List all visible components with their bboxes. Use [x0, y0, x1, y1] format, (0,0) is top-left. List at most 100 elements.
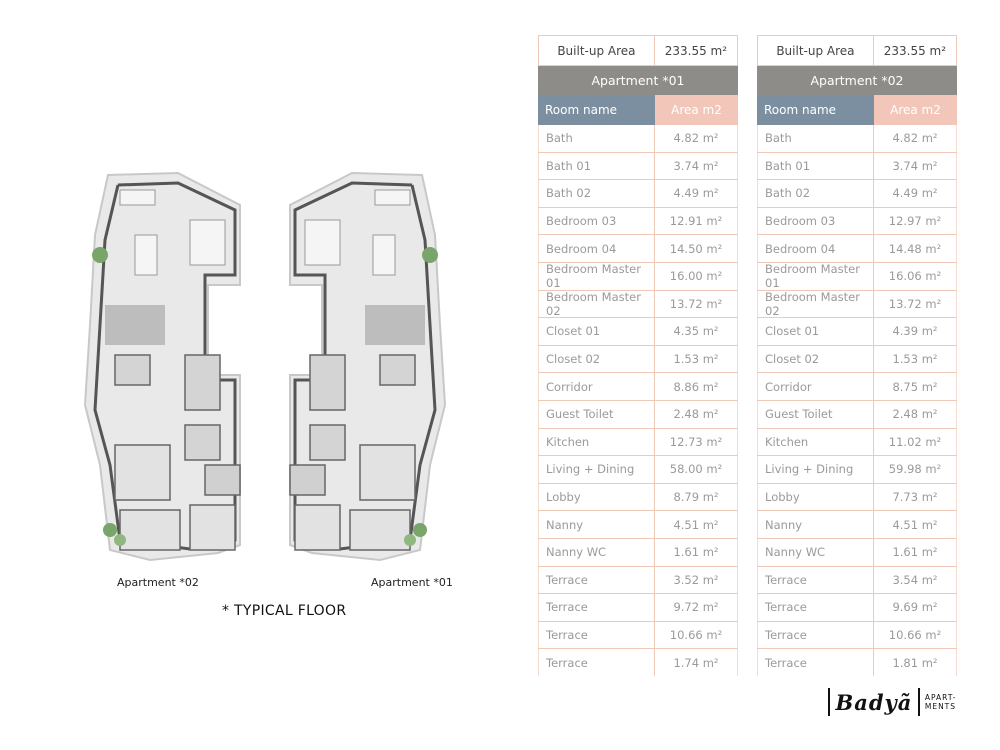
typical-floor-label: * TYPICAL FLOOR: [222, 603, 347, 619]
room-area: 1.61 m²: [655, 538, 738, 566]
room-area: 13.72 m²: [874, 290, 957, 318]
room-name: Bedroom 03: [538, 207, 655, 235]
logo-divider-right: [918, 688, 920, 716]
room-name: Bedroom Master 01: [757, 262, 874, 290]
room-name: Bath 02: [757, 180, 874, 207]
room-name: Nanny WC: [757, 538, 874, 566]
room-area: 8.75 m²: [874, 373, 957, 400]
room-area: 16.00 m²: [655, 262, 738, 290]
room-area: 12.91 m²: [655, 207, 738, 235]
plan-label-apartment-01: Apartment *01: [371, 576, 453, 589]
room-name: Nanny: [757, 511, 874, 538]
room-area: 1.74 m²: [655, 649, 738, 676]
area-table-apartment-01: Built-up Area 233.55 m² Apartment *01 Ro…: [538, 35, 738, 676]
room-name: Bath: [538, 125, 655, 152]
room-area: 14.50 m²: [655, 235, 738, 262]
room-area: 14.48 m²: [874, 235, 957, 262]
room-area: 12.97 m²: [874, 207, 957, 235]
room-area: 1.53 m²: [874, 345, 957, 373]
room-name: Bath 01: [757, 152, 874, 180]
logo-subtitle-line1: APART-: [924, 693, 957, 702]
logo-name: Badyã: [835, 689, 913, 715]
area-table-apartment-02: Built-up Area 233.55 m² Apartment *02 Ro…: [757, 35, 957, 676]
logo-subtitle: APART- MENTS: [925, 693, 957, 711]
room-name: Terrace: [757, 594, 874, 621]
room-area: 3.52 m²: [655, 566, 738, 594]
room-name: Terrace: [538, 566, 655, 594]
room-name: Bedroom 04: [538, 235, 655, 262]
room-name: Bedroom Master 01: [538, 262, 655, 290]
room-area: 3.74 m²: [655, 152, 738, 180]
built-up-area-row: Built-up Area 233.55 m²: [538, 35, 738, 66]
room-name: Guest Toilet: [757, 400, 874, 428]
room-area: 12.73 m²: [655, 428, 738, 456]
apartment-title: Apartment *02: [757, 66, 957, 95]
room-area: 4.49 m²: [655, 180, 738, 207]
room-name: Closet 01: [538, 318, 655, 345]
room-name: Terrace: [538, 594, 655, 621]
room-name: Closet 02: [757, 345, 874, 373]
room-name: Lobby: [757, 483, 874, 511]
room-area: 2.48 m²: [874, 400, 957, 428]
room-name: Guest Toilet: [538, 400, 655, 428]
built-up-area-value: 233.55 m²: [883, 43, 947, 58]
room-area: 1.81 m²: [874, 649, 957, 676]
room-area: 4.51 m²: [874, 511, 957, 538]
built-up-area-value: 233.55 m²: [664, 43, 728, 58]
room-area: 58.00 m²: [655, 456, 738, 483]
room-area: 8.79 m²: [655, 483, 738, 511]
room-name: Corridor: [538, 373, 655, 400]
room-name: Bedroom Master 02: [538, 290, 655, 318]
table-header: Room name Area m2: [757, 95, 957, 125]
room-area: 4.49 m²: [874, 180, 957, 207]
room-area: 4.51 m²: [655, 511, 738, 538]
room-name: Kitchen: [538, 428, 655, 456]
room-name: Bath: [757, 125, 874, 152]
floor-plan-apartment-02: [83, 171, 241, 562]
room-name: Living + Dining: [757, 456, 874, 483]
room-name: Nanny WC: [538, 538, 655, 566]
room-name: Kitchen: [757, 428, 874, 456]
room-name: Living + Dining: [538, 456, 655, 483]
room-area: 59.98 m²: [874, 456, 957, 483]
room-name: Bath 01: [538, 152, 655, 180]
logo-divider-left: [828, 688, 830, 716]
built-up-area-row: Built-up Area 233.55 m²: [757, 35, 957, 66]
room-name: Terrace: [538, 621, 655, 649]
room-name: Terrace: [757, 649, 874, 676]
room-area: 4.39 m²: [874, 318, 957, 345]
room-area: 11.02 m²: [874, 428, 957, 456]
room-area: 4.35 m²: [655, 318, 738, 345]
